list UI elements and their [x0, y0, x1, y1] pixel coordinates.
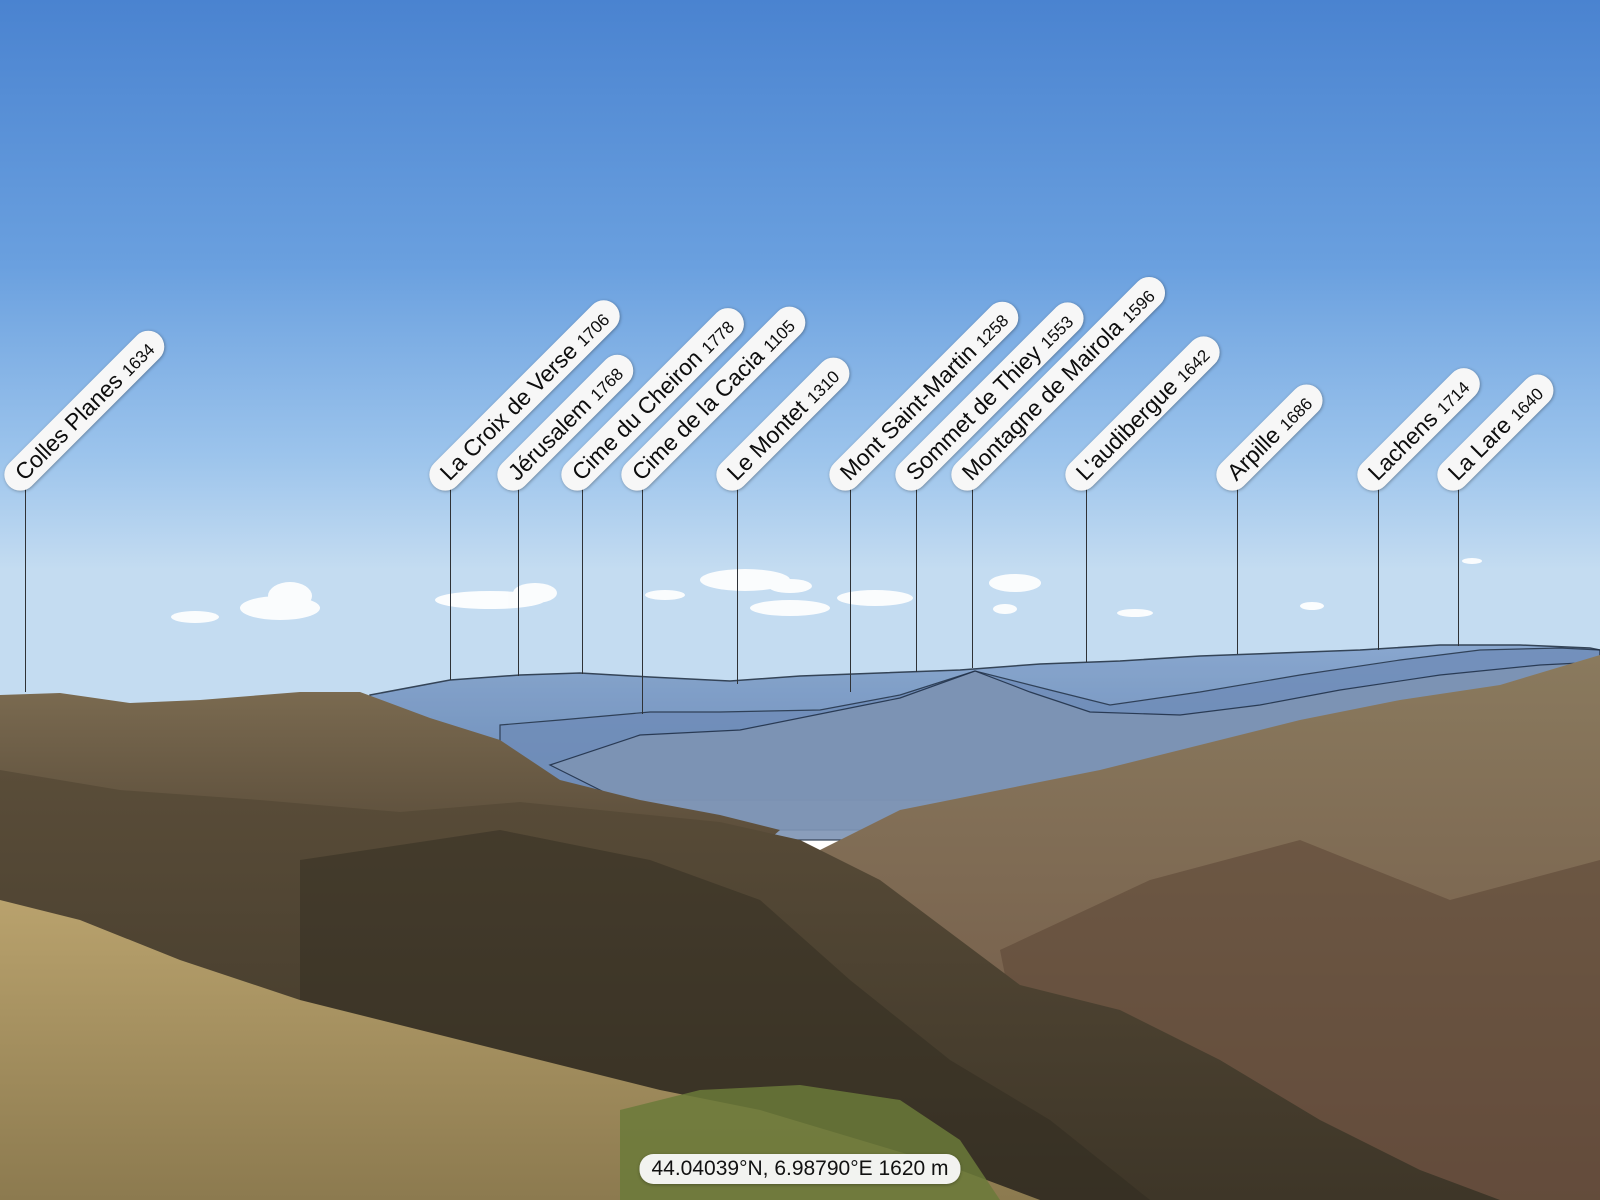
leader-line — [642, 486, 643, 714]
leader-line — [916, 486, 917, 672]
leader-line — [1237, 486, 1238, 654]
leader-line — [972, 486, 973, 668]
leader-line — [582, 486, 583, 674]
leader-line — [518, 486, 519, 676]
clouds — [171, 558, 1482, 623]
leader-line — [850, 486, 851, 692]
leader-line — [1458, 486, 1459, 646]
leader-line — [25, 486, 26, 692]
leader-line — [1378, 486, 1379, 650]
leader-line — [737, 486, 738, 684]
sky — [0, 0, 1600, 760]
location-readout[interactable]: 44.04039°N, 6.98790°E 1620 m — [639, 1154, 961, 1184]
leader-line — [1086, 486, 1087, 662]
leader-line — [450, 486, 451, 680]
